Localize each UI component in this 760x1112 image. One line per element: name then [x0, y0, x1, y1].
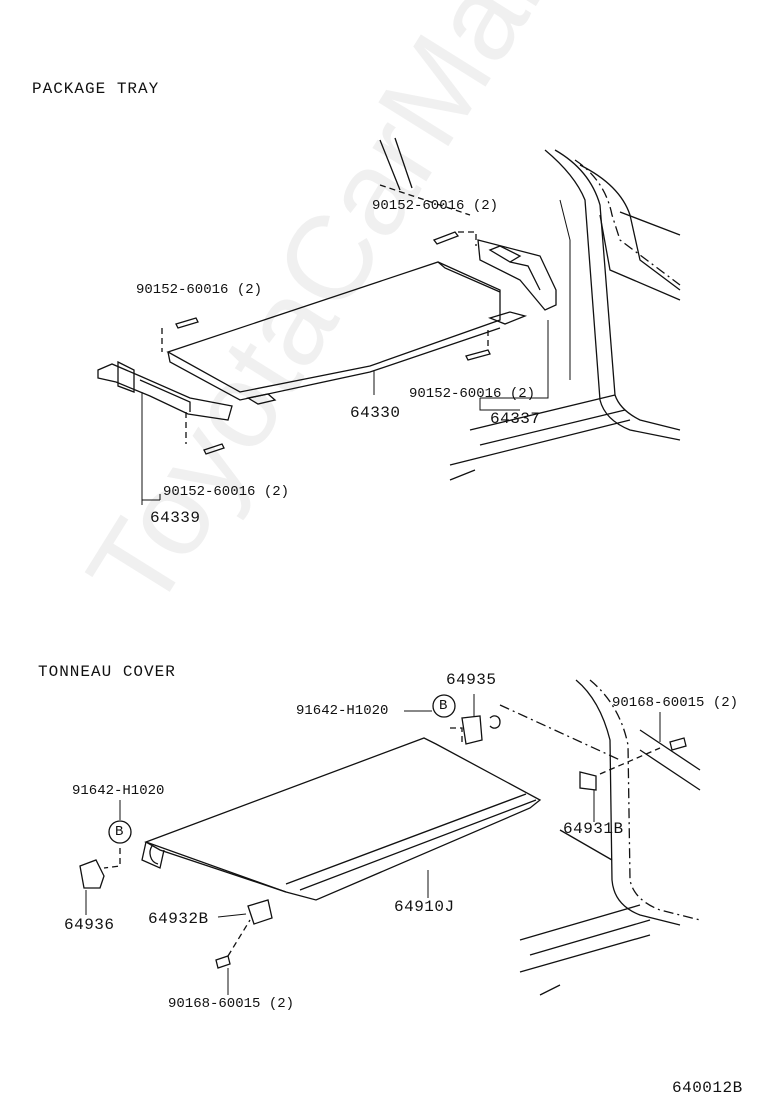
package-tray: [166, 261, 528, 405]
circle-b-left: [108, 820, 132, 844]
bracket-left-64339: [97, 360, 233, 421]
holders-lower: [79, 715, 687, 969]
circle-b-right-label: B: [439, 698, 448, 714]
circle-b-left-label: B: [115, 824, 124, 840]
bolts-upper: [175, 231, 491, 455]
label-bolt-bottom-left: 90152-60016 (2): [163, 484, 290, 500]
label-bolt-top-left: 90152-60016 (2): [136, 282, 263, 298]
label-screw-left: 90168-60015 (2): [168, 996, 295, 1012]
body-outline-upper: [379, 137, 681, 481]
label-bolt-mid-right: 90152-60016 (2): [409, 386, 536, 402]
leaders-lower: [85, 694, 661, 995]
label-bracket-64337: 64337: [490, 410, 541, 428]
section-title-package-tray: PACKAGE TRAY: [32, 80, 160, 98]
figure-code: 640012B: [672, 1079, 743, 1097]
section-title-tonneau-cover: TONNEAU COVER: [38, 663, 176, 681]
body-outline-lower: [499, 679, 701, 996]
label-holder-64936: 64936: [64, 916, 115, 934]
label-clip-left: 91642-H1020: [72, 783, 165, 799]
label-tray-64330: 64330: [350, 404, 401, 422]
label-bracket-64932B: 64932B: [148, 910, 209, 928]
label-bracket-64339: 64339: [150, 509, 201, 527]
label-bracket-64931B: 64931B: [563, 820, 624, 838]
bracket-right-64337: [477, 239, 557, 311]
label-bolt-top-right: 90152-60016 (2): [372, 198, 499, 214]
label-screw-right: 90168-60015 (2): [612, 695, 739, 711]
circle-b-right: [432, 694, 456, 718]
label-cover-64910J: 64910J: [394, 898, 455, 916]
leaders-upper: [141, 320, 549, 505]
guide-lines-upper: [161, 184, 489, 444]
label-holder-64935: 64935: [446, 671, 497, 689]
guide-lines-lower: [103, 727, 661, 957]
label-clip-right: 91642-H1020: [296, 703, 389, 719]
tonneau-cover-64910J: [141, 737, 542, 901]
